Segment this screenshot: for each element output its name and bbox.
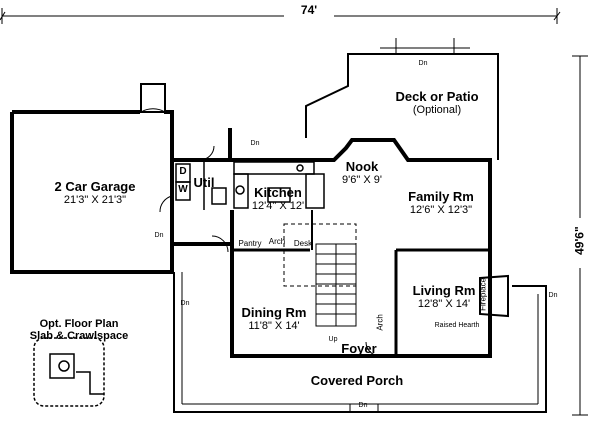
foyer-name: Foyer <box>341 341 377 356</box>
garage-name: 2 Car Garage <box>54 179 136 194</box>
family-room-label: Family Rm 12'6" X 12'3" <box>396 189 486 217</box>
deck-label: Deck or Patio (Optional) <box>372 89 502 117</box>
overall-width-label: 74' <box>300 3 318 17</box>
kitchen-fixtures <box>233 161 325 209</box>
dryer-label: D <box>179 166 187 177</box>
overall-depth-label: 49'6" <box>572 226 587 255</box>
garage-label: 2 Car Garage 21'3" X 21'3" <box>30 179 160 207</box>
dining-room-size: 11'8" X 14' <box>248 320 300 333</box>
pantry-label: Pantry <box>238 239 262 248</box>
kitchen-size: 12'4" X 12' <box>251 200 305 213</box>
washer-label: W <box>178 184 188 195</box>
inset-plan <box>33 337 105 407</box>
dn-label-porch-right: Dn <box>548 292 558 299</box>
raised-hearth-label: Raised Hearth <box>434 322 480 329</box>
nook-label: Nook 9'6" X 9' <box>332 159 392 187</box>
dn-label-porch-front: Dn <box>358 402 368 409</box>
house-walls <box>170 128 492 358</box>
stair-dashed-area <box>283 223 357 287</box>
garage-size: 21'3" X 21'3" <box>63 194 127 207</box>
dn-label-side: Dn <box>180 300 190 307</box>
utility-name: Util <box>193 175 215 190</box>
living-room-size: 12'8" X 14' <box>417 298 471 311</box>
width-dimension-line <box>0 8 561 24</box>
deck-name: Deck or Patio <box>395 89 479 104</box>
garage-walls <box>10 83 174 274</box>
dining-room-label: Dining Rm 11'8" X 14' <box>236 305 312 333</box>
porch-outline <box>173 272 547 413</box>
arch-label-kitchen: Arch <box>268 237 286 246</box>
covered-porch-name: Covered Porch <box>310 373 404 388</box>
dn-label-kitchen: Dn <box>250 140 260 147</box>
deck-note: (Optional) <box>412 104 462 117</box>
nook-size: 9'6" X 9' <box>342 174 382 187</box>
fireplace-label: Fireplace <box>478 277 488 311</box>
stairs <box>315 243 357 327</box>
dining-room-name: Dining Rm <box>241 305 307 320</box>
living-room-label: Living Rm 12'8" X 14' <box>408 283 480 311</box>
kitchen-name: Kitchen <box>254 185 302 200</box>
inset-title-line1: Opt. Floor Plan <box>39 318 119 330</box>
kitchen-label: Kitchen 12'4" X 12' <box>248 185 308 213</box>
family-room-size: 12'6" X 12'3" <box>409 204 473 217</box>
depth-dimension-line <box>572 55 588 416</box>
dn-label-deck: Dn <box>418 60 428 67</box>
dn-label-garage: Dn <box>154 232 164 239</box>
door-swings <box>199 145 381 357</box>
fireplace <box>479 274 509 318</box>
inset-title-line2: Slab & Crawlspace <box>29 330 129 343</box>
nook-name: Nook <box>345 159 379 174</box>
living-room-name: Living Rm <box>412 283 476 298</box>
deck-outline <box>305 38 499 160</box>
inset-title: Opt. Floor Plan Slab & Crawlspace <box>14 318 144 342</box>
up-label: Up <box>328 336 338 343</box>
desk-label: Desk <box>293 239 313 248</box>
family-room-name: Family Rm <box>408 189 474 204</box>
arch-label-living: Arch <box>375 314 385 331</box>
utility-fixtures <box>175 160 227 210</box>
